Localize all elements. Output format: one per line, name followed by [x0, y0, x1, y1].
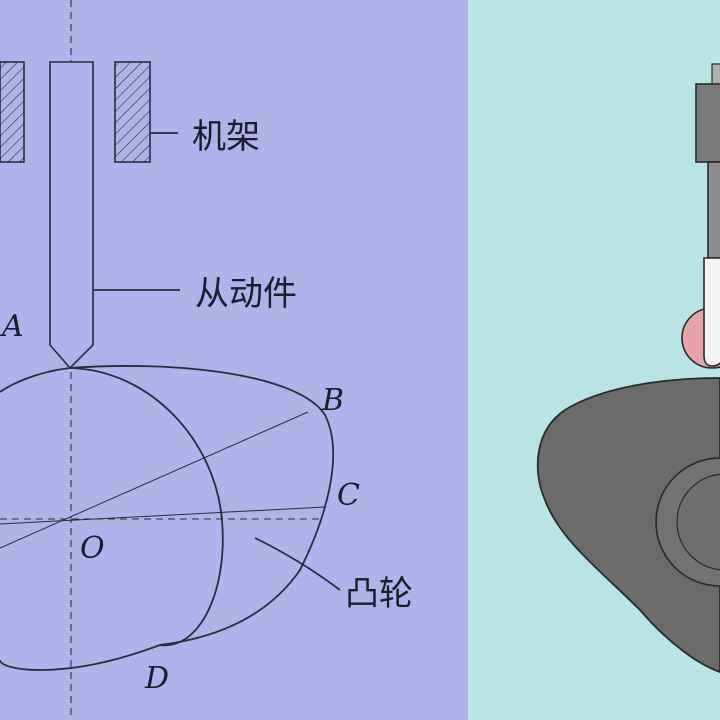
- line-O-C: [0, 506, 326, 525]
- follower-label: 从动件: [195, 274, 297, 314]
- cam-label: 凸轮: [345, 574, 413, 614]
- cam-hub-inner: [676, 473, 720, 571]
- cam-rendering: [536, 63, 720, 673]
- frame-right-block: [114, 61, 151, 163]
- follower-clevis: [703, 257, 720, 367]
- frame-label: 机架: [192, 117, 260, 157]
- cam-profile: [0, 365, 335, 671]
- frame-left-block: [0, 61, 25, 163]
- point-label-C: C: [337, 478, 360, 513]
- follower-rod: [49, 61, 94, 370]
- point-label-O: O: [80, 531, 105, 566]
- cam-profile-left: [0, 367, 71, 393]
- cam-leader-line: [254, 537, 341, 591]
- point-label-D: D: [144, 661, 169, 696]
- schematic: [0, 0, 341, 720]
- follower-rod-lower: [707, 161, 720, 259]
- point-label-A: A: [0, 309, 24, 344]
- cam-body: [536, 377, 720, 673]
- point-label-B: B: [321, 383, 344, 418]
- follower-rod-tip: [711, 63, 720, 85]
- line-O-B: [0, 411, 309, 549]
- follower-rod-upper: [695, 83, 720, 163]
- base-circle-arc: [69, 367, 224, 646]
